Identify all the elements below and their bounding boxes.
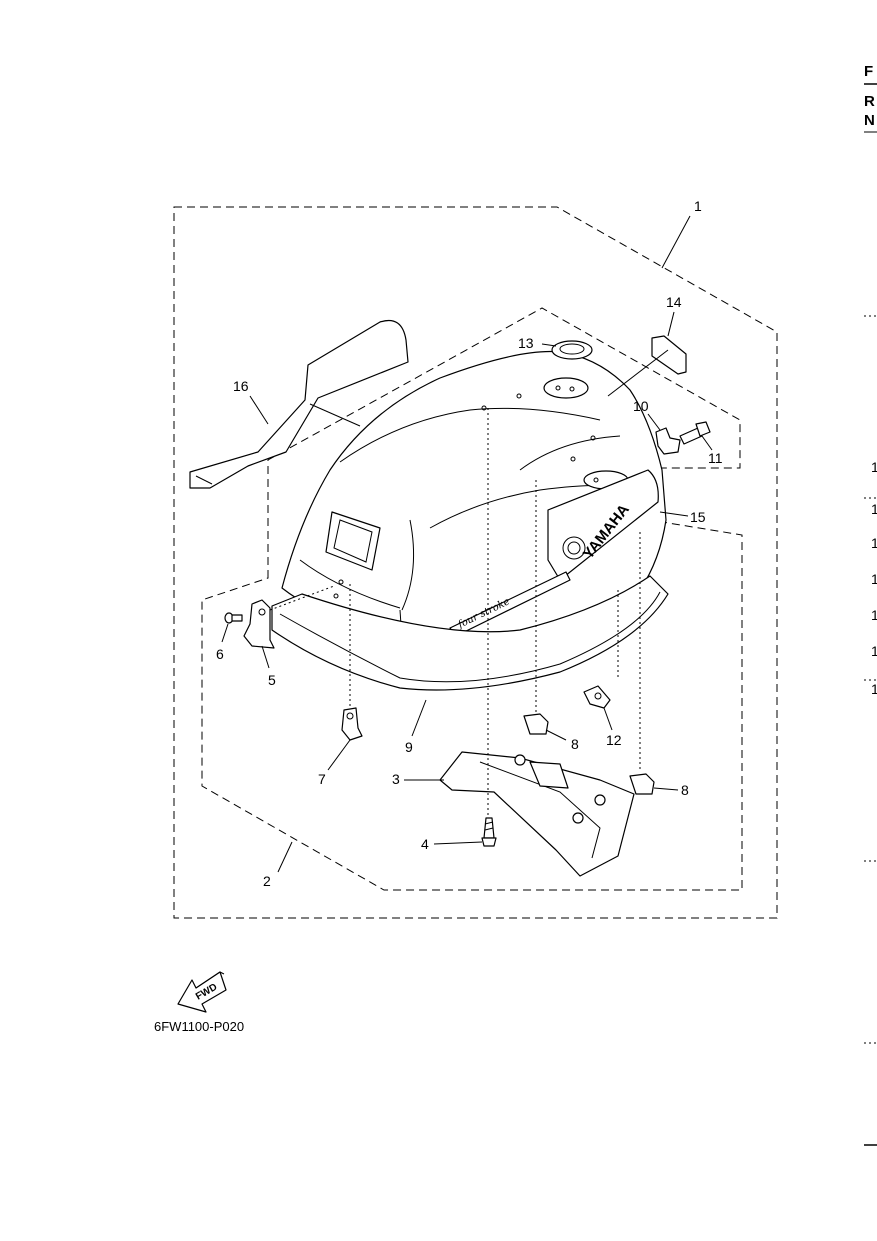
assembly-1-boundary (173, 206, 778, 919)
label-14 (651, 335, 687, 375)
clip-12 (583, 685, 611, 709)
edge-letter-f: F (864, 63, 873, 80)
callout-13: 13 (518, 335, 534, 351)
edge-number: 1 (871, 643, 877, 659)
edge-number: 1 (871, 459, 877, 475)
bracket-10 (655, 427, 681, 455)
pin-6 (224, 612, 243, 624)
edge-number: 1 (871, 681, 877, 697)
bracket-3 (439, 751, 635, 877)
callout-14: 14 (666, 294, 682, 310)
callout-10: 10 (633, 398, 649, 414)
callout-15: 15 (690, 509, 706, 525)
screw-4 (481, 817, 497, 847)
callout-7: 7 (318, 771, 326, 787)
callout-5: 5 (268, 672, 276, 688)
damper-8 (523, 713, 549, 735)
side-decal-16 (189, 319, 409, 489)
grommet-13 (551, 340, 593, 360)
callout-11: 11 (708, 450, 723, 466)
edge-number: 1 (871, 501, 877, 517)
damper-8 (629, 773, 655, 795)
fwd-arrow-icon: FWD (177, 971, 227, 1013)
edge-separator-marks (864, 315, 877, 1146)
callout-6: 6 (216, 646, 224, 662)
callout-12: 12 (606, 732, 622, 748)
latch-plate-5 (243, 599, 275, 649)
edge-letter-r: R (864, 93, 875, 110)
callout-4: 4 (421, 836, 429, 852)
callout-8: 8 (681, 782, 689, 798)
edge-number: 1 (871, 535, 877, 551)
callout-3: 3 (392, 771, 400, 787)
callout-8: 8 (571, 736, 579, 752)
leader-lines (221, 215, 713, 873)
callout-16: 16 (233, 378, 249, 394)
drawing-code: 6FW1100-P020 (154, 1019, 244, 1034)
callout-9: 9 (405, 739, 413, 755)
rubber-seal-9 (271, 575, 669, 691)
tuning-fork-logo-icon (562, 536, 586, 560)
edge-number: 1 (871, 607, 877, 623)
edge-number: 1 (871, 571, 877, 587)
callout-1: 1 (694, 198, 702, 214)
assembly-guides (269, 408, 641, 818)
callout-2: 2 (263, 873, 271, 889)
air-intake (325, 511, 381, 571)
hook-7 (341, 707, 363, 741)
edge-letter-n: N (864, 112, 875, 129)
